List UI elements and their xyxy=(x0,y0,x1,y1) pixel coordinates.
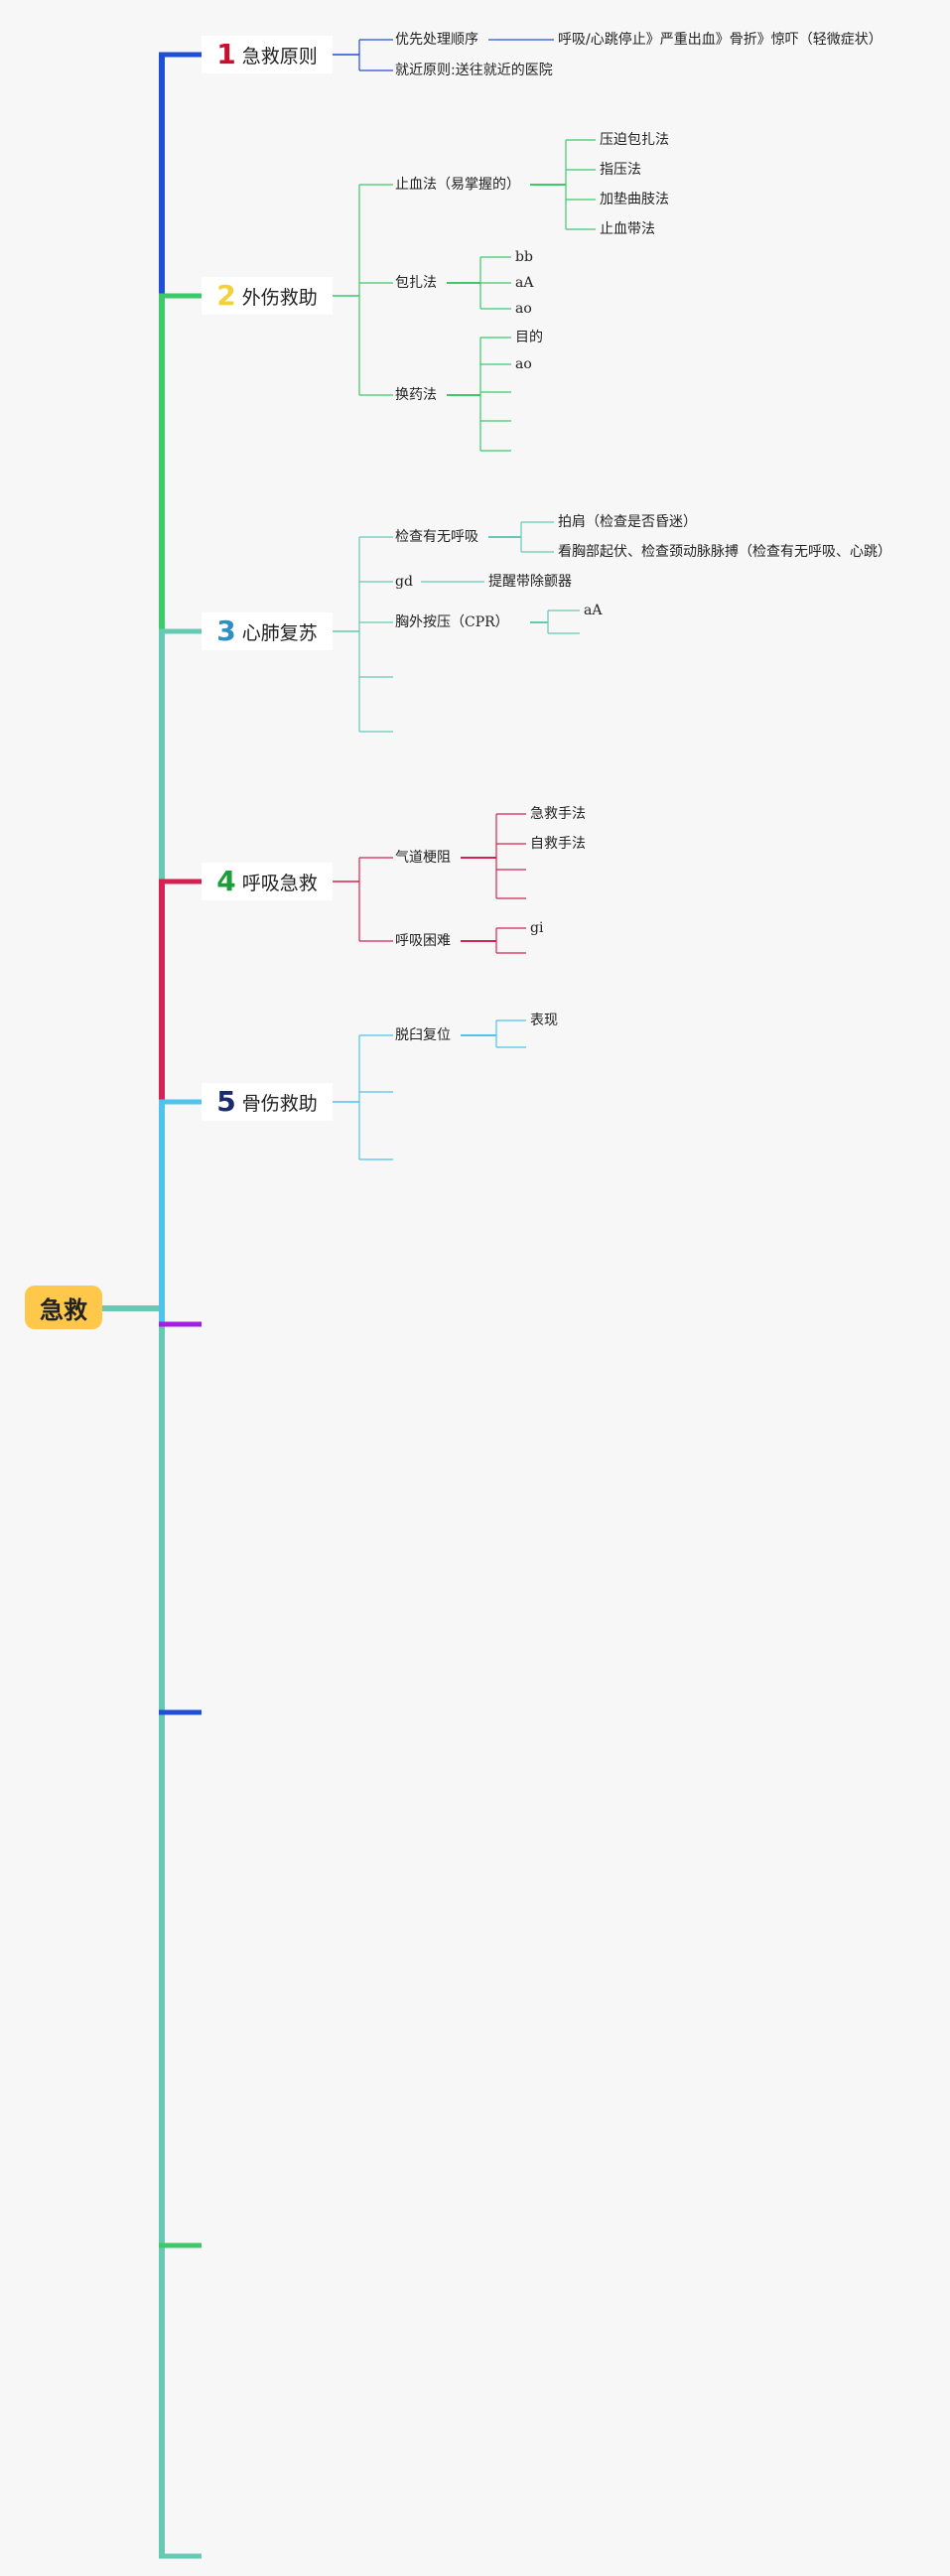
branch-number: 3 xyxy=(216,614,236,647)
topic-b2b[interactable]: 包扎法 xyxy=(395,275,437,291)
branch-title: 呼吸急救 xyxy=(241,872,318,894)
subtopic-b5a1[interactable]: 表现 xyxy=(530,1013,558,1028)
subtopic-b4a2[interactable]: 自救手法 xyxy=(530,836,586,852)
branch-number: 4 xyxy=(216,865,236,897)
subtopic-b2a4[interactable]: 止血带法 xyxy=(600,221,655,237)
subtopic-b3a2[interactable]: 看胸部起伏、检查颈动脉脉搏（检查有无呼吸、心跳） xyxy=(558,544,891,560)
topic-b4a[interactable]: 气道梗阻 xyxy=(395,850,451,866)
branch-title: 外伤救助 xyxy=(241,286,318,309)
subtopic-b2b3[interactable]: ao xyxy=(515,301,532,317)
subtopic-b3b1[interactable]: 提醒带除颤器 xyxy=(488,574,572,590)
subtopic-b2b2[interactable]: aA xyxy=(515,275,534,291)
topic-b3b[interactable]: gd xyxy=(395,574,413,590)
topic-b4b[interactable]: 呼吸困难 xyxy=(395,933,451,949)
branch-number: 1 xyxy=(216,38,236,70)
subtopic-b2a2[interactable]: 指压法 xyxy=(600,162,641,178)
branch-number: 5 xyxy=(216,1085,236,1118)
subtopic-b3a1[interactable]: 拍肩（检查是否昏迷） xyxy=(558,514,697,530)
topic-b5a[interactable]: 脱臼复位 xyxy=(395,1027,451,1043)
subtopic-b1a1[interactable]: 呼吸/心跳停止》严重出血》骨折》惊吓（轻微症状） xyxy=(558,32,882,48)
subtopic-b2a1[interactable]: 压迫包扎法 xyxy=(600,132,669,148)
subtopic-b2c1[interactable]: 目的 xyxy=(515,330,543,345)
branch-title: 急救原则 xyxy=(241,45,318,68)
subtopic-b2b1[interactable]: bb xyxy=(515,249,533,265)
subtopic-b2a3[interactable]: 加垫曲肢法 xyxy=(600,192,669,207)
subtopic-b3c1[interactable]: aA xyxy=(584,603,603,618)
subtopic-b4b1[interactable]: gi xyxy=(530,920,544,936)
topic-b1b[interactable]: 就近原则:送往就近的医院 xyxy=(395,63,553,78)
subtopic-b4a1[interactable]: 急救手法 xyxy=(530,806,586,822)
root-title: 急救 xyxy=(40,1295,87,1324)
branch-number: 2 xyxy=(216,279,236,312)
subtopic-b2c2[interactable]: ao xyxy=(515,356,532,372)
root-node[interactable]: 急救 xyxy=(25,1286,102,1329)
branch-title: 骨伤救助 xyxy=(241,1092,318,1115)
topic-b3a[interactable]: 检查有无呼吸 xyxy=(395,529,478,545)
topic-b2a[interactable]: 止血法（易掌握的） xyxy=(395,177,520,193)
topic-b3c[interactable]: 胸外按压（CPR） xyxy=(395,614,509,630)
branch-title: 心肺复苏 xyxy=(241,621,318,644)
topic-b2c[interactable]: 换药法 xyxy=(395,387,437,403)
topic-b1a[interactable]: 优先处理顺序 xyxy=(395,32,478,48)
